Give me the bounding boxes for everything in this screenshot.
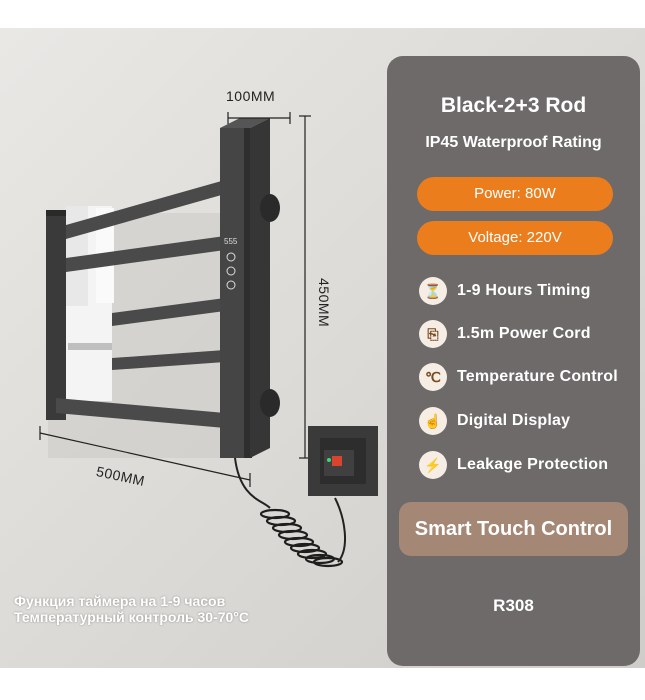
coiled-cord: [259, 508, 344, 568]
feature-display: ☝ Digital Display: [419, 406, 570, 436]
height-dimension-label: 450MM: [316, 278, 332, 328]
towel-rail-illustration: 555: [39, 112, 378, 568]
power-plug-icon: ⎘: [419, 320, 447, 348]
depth-dimension-label: 100MM: [226, 88, 276, 104]
voltage-pill: Voltage: 220V: [417, 221, 613, 255]
smart-touch-badge: Smart Touch Control: [399, 502, 628, 556]
feature-leakage: ⚡ Leakage Protection: [419, 450, 608, 480]
left-post: [46, 210, 66, 420]
power-pill: Power: 80W: [417, 177, 613, 211]
spec-panel: Black-2+3 Rod IP45 Waterproof Rating Pow…: [387, 56, 640, 666]
panel-subtitle: IP45 Waterproof Rating: [425, 134, 602, 151]
panel-title: Black-2+3 Rod: [440, 94, 587, 117]
russian-timer-text: Функция таймера на 1-9 часов: [14, 593, 226, 609]
timer-icon: ⏳: [419, 277, 447, 305]
feature-power-cord: ⎘ 1.5m Power Cord: [419, 319, 591, 349]
model-number: R308: [493, 596, 534, 615]
svg-text:555: 555: [224, 237, 238, 246]
lightning-icon: ⚡: [419, 451, 447, 479]
rods: [56, 180, 225, 428]
product-image: 555 100MM: [0, 28, 645, 668]
feature-temperature: ℃ Temperature Control: [419, 362, 618, 392]
touch-hand-icon: ☝: [419, 407, 447, 435]
feature-timing: ⏳ 1-9 Hours Timing: [419, 276, 591, 306]
thermometer-icon: ℃: [419, 363, 447, 391]
russian-temp-text: Температурный контроль 30-70°C: [14, 609, 250, 625]
